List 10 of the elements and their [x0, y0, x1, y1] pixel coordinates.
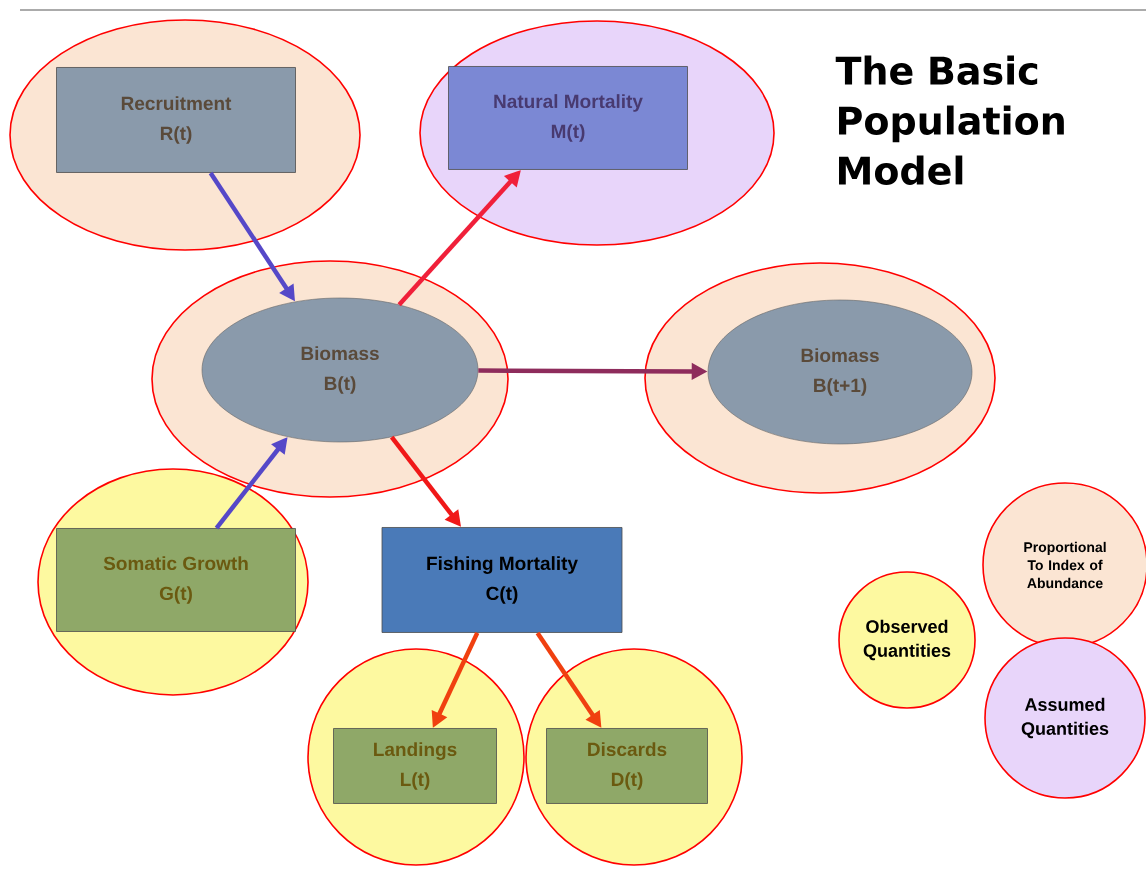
title: The Basic Population Model	[835, 55, 1064, 185]
legend-text: Proportional To Index of Abundance	[1024, 541, 1106, 589]
process-box: Natural Mortality M(t)	[448, 66, 688, 170]
process-box: Landings L(t)	[333, 728, 497, 804]
process-box: Somatic Growth G(t)	[56, 528, 296, 632]
legend-text: Assumed Quantities	[1021, 697, 1109, 739]
legend-text: Observed Quantities	[863, 619, 951, 661]
process-box: Recruitment R(t)	[56, 67, 296, 173]
process-box: Discards D(t)	[546, 728, 708, 804]
process-box: Fishing Mortality C(t)	[381, 527, 623, 633]
